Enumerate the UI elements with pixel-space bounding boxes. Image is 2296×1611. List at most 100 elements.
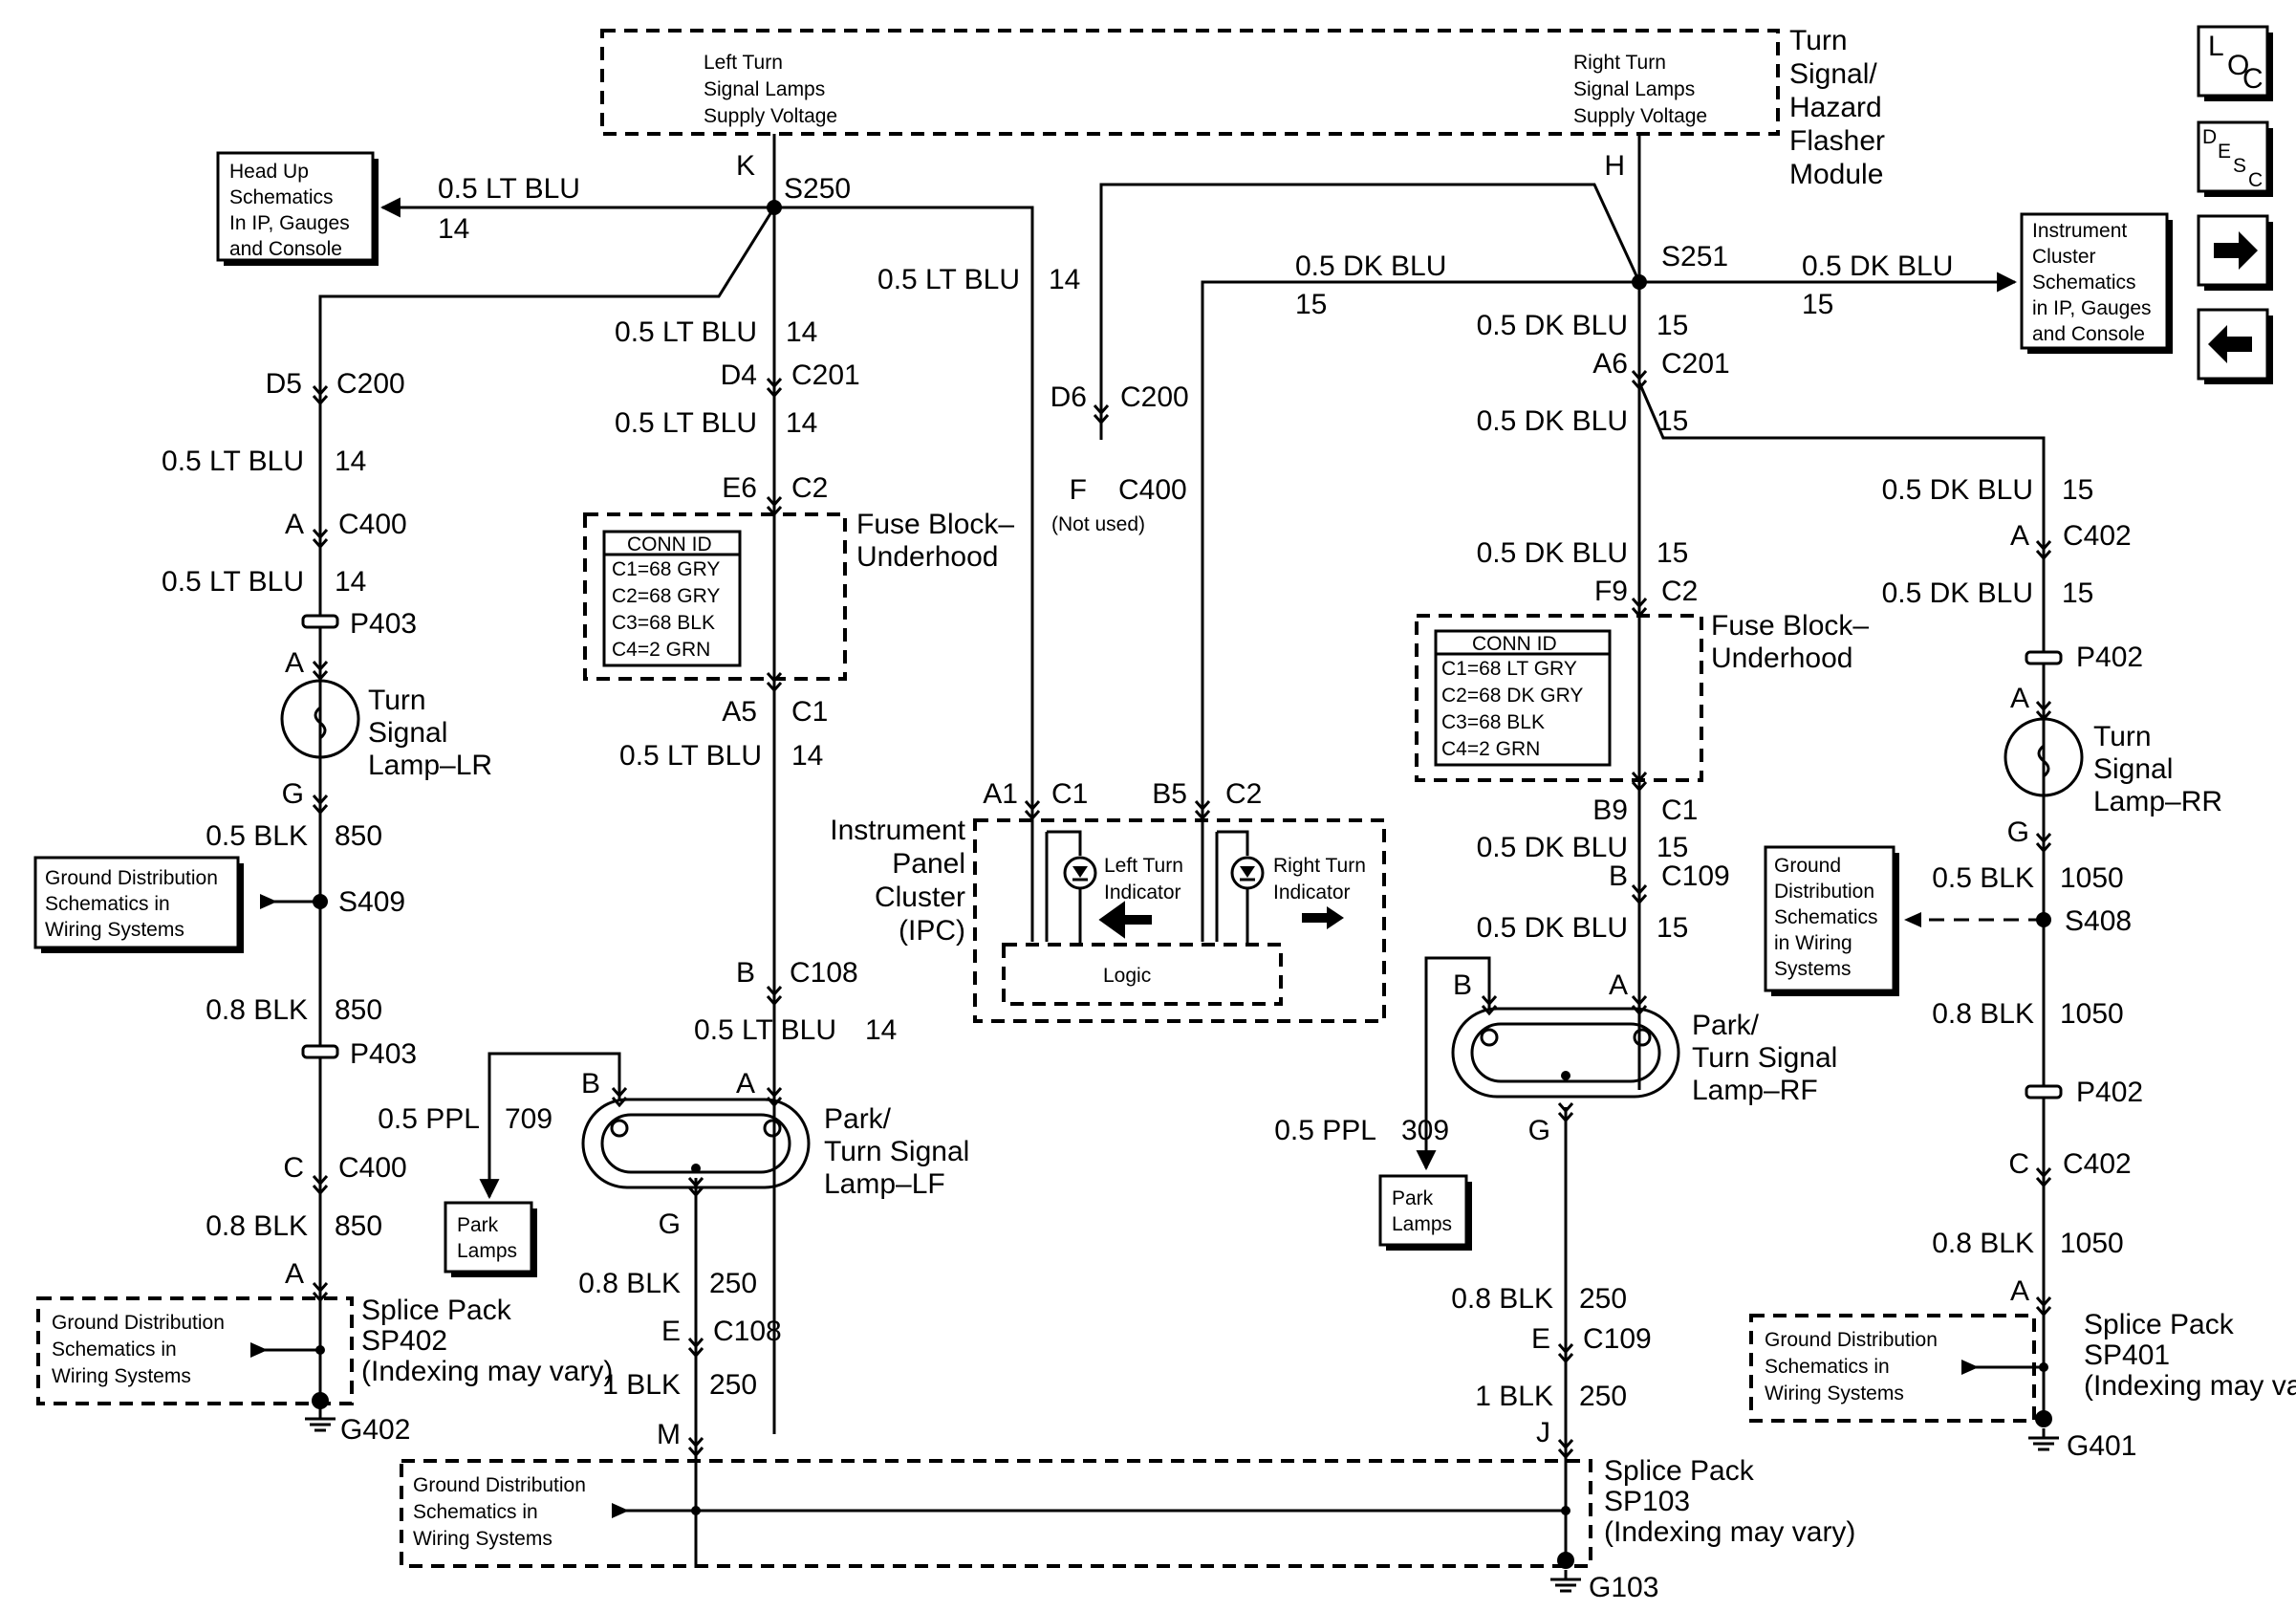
lbl-c-lr3: 850 [335,820,382,852]
wires [260,134,2046,1568]
connector-pin [312,529,329,550]
fuse-right-header: CONN ID [1472,633,1557,655]
lbl-d5: D5 [266,368,302,400]
lbl-c-lr5: 850 [335,1210,382,1242]
ipc-logic-label: Logic [1103,965,1151,987]
prev-arrow-icon[interactable] [2197,308,2273,384]
lbl-w-rf4: 0.5 DK BLU [1477,832,1628,863]
connector-pin [766,378,783,399]
connector-pin [766,672,783,693]
lbl-p402a: P402 [2076,642,2143,673]
lbl-c-lr4: 850 [335,994,382,1026]
lbl-c-c402: C [2008,1148,2029,1180]
connector-pin [1024,800,1041,821]
lbl-c400a: C400 [338,509,407,540]
lbl-c-lr2: 14 [335,566,366,598]
lbl-c2-ipc: C2 [1225,778,1262,810]
lbl-c109a: C109 [1661,860,1730,892]
lbl-w-lr2: 0.5 LT BLU [162,566,304,598]
lbl-c-lf2: 14 [786,407,817,439]
connector-pin [1631,884,1648,905]
connector-pin [312,795,329,816]
lbl-f: F [1070,474,1087,506]
lbl-b9: B9 [1592,795,1628,826]
lbl-w-rf1: 0.5 DK BLU [1477,310,1628,341]
lbl-b-rf: B [1453,969,1472,1001]
lbl-p403a: P403 [350,608,417,640]
lbl-c-ltblu-ipc: 14 [1049,264,1080,295]
lbl-w-lf4: 0.5 LT BLU [694,1014,836,1046]
lbl-j: J [1536,1417,1550,1448]
lbl-b5: B5 [1152,778,1187,810]
fuse-left-title: Fuse Block–Underhood [856,509,1014,573]
desc-icon[interactable]: D E S C [2197,120,2273,197]
inline-connector [301,614,339,629]
lbl-a-c402: A [2010,520,2029,552]
fuse-right-title: Fuse Block–Underhood [1711,610,1869,674]
next-arrow-icon[interactable] [2197,214,2273,291]
lbl-w-lf5: 0.8 BLK [578,1268,681,1299]
lbl-c402b: C402 [2063,1148,2132,1180]
lbl-c-hud: 14 [438,213,469,245]
lbl-w-lf3: 0.5 LT BLU [619,740,762,772]
lbl-c201b: C201 [1661,348,1730,380]
lbl-w-lr3: 0.5 BLK [206,820,308,852]
connector-pin [687,1177,704,1198]
loc-icon[interactable]: L O C [2197,25,2273,101]
connector-pin [687,1437,704,1458]
lbl-w-rr2: 0.5 DK BLU [1882,577,2033,609]
connector-pin [1557,1439,1574,1460]
lbl-c-lf1: 14 [786,316,817,348]
connector-pin [1557,1102,1574,1123]
connector-pin [766,986,783,1007]
lbl-s251: S251 [1661,241,1728,272]
lbl-a-sp401: A [2010,1275,2029,1307]
lbl-c-ppl-r: 309 [1401,1115,1449,1146]
lbl-c-rf5: 15 [1657,912,1688,944]
connector-pin [687,1338,704,1359]
lbl-p402b: P402 [2076,1077,2143,1108]
lbl-w-lf1: 0.5 LT BLU [615,316,757,348]
lbl-p403b: P403 [350,1038,417,1070]
lbl-g-rr: G [2007,816,2029,848]
ground-arrow-s408 [1904,912,1921,927]
connector-pin [312,1175,329,1196]
lbl-c-ppl-l: 709 [505,1103,552,1135]
lbl-w-lr1: 0.5 LT BLU [162,446,304,477]
lbl-c200a: C200 [336,368,405,400]
lbl-c-lf3: 14 [791,740,823,772]
lbl-w-ppl-r: 0.5 PPL [1274,1115,1376,1146]
lbl-w-hud: 0.5 LT BLU [438,173,580,205]
lbl-c108b: C108 [713,1316,782,1347]
lbl-c1-ipc: C1 [1051,778,1088,810]
splice-points [313,200,2051,927]
connector-pin [2035,701,2052,722]
svg-text:C: C [2248,169,2263,191]
connector-pin [1631,772,1648,793]
connector-pin [766,1087,783,1108]
